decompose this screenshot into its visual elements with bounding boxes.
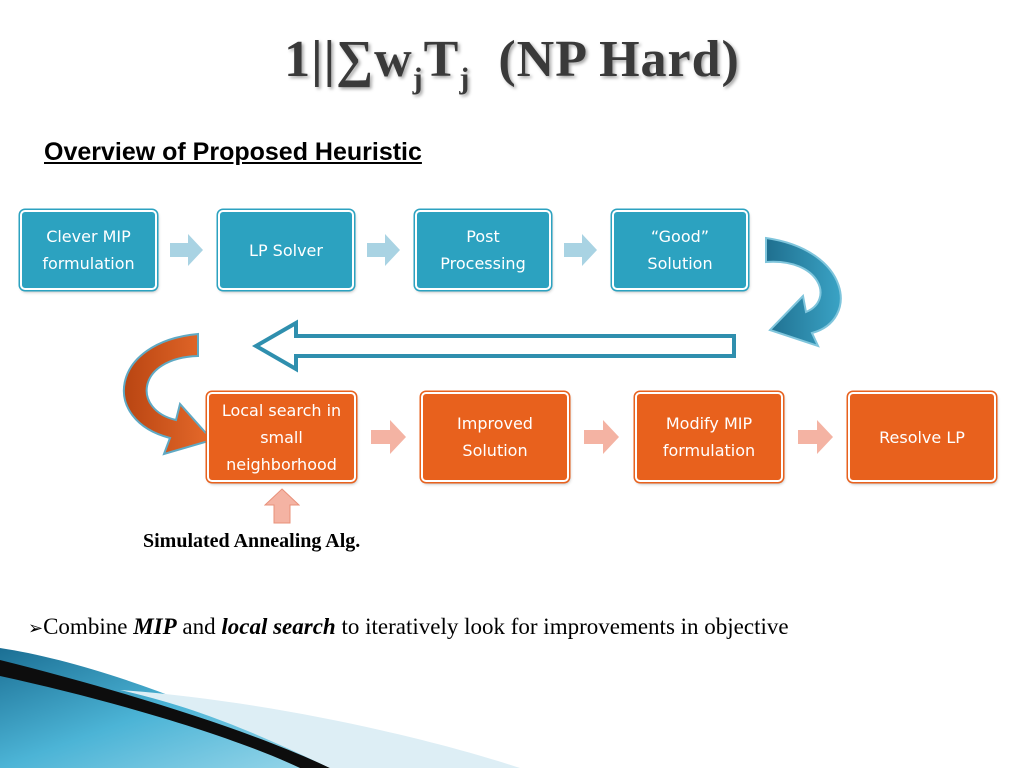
up-arrow xyxy=(264,488,300,524)
flow-arrow-5 xyxy=(584,420,619,454)
flow-arrow-4 xyxy=(371,420,406,454)
step-local-search: Local search in small neighborhood xyxy=(207,392,356,482)
step-good-solution: “Good” Solution xyxy=(612,210,748,290)
step-improved-solution: Improved Solution xyxy=(421,392,569,482)
step-lp-solver: LP Solver xyxy=(218,210,354,290)
flow-arrow-6 xyxy=(798,420,833,454)
slide-title: 1||∑wjTj (NP Hard) xyxy=(284,31,740,95)
flow-arrow-1 xyxy=(170,234,203,266)
step-clever-mip-formulation: Clever MIP formulation xyxy=(20,210,157,290)
bullet-point: ➢Combine MIP and local search to iterati… xyxy=(28,614,789,639)
bullet-arrow-icon: ➢ xyxy=(28,618,44,639)
return-arrow-left xyxy=(251,319,736,373)
curved-arrow-down-right xyxy=(765,236,842,348)
section-heading: Overview of Proposed Heuristic xyxy=(44,138,422,166)
step-modify-mip-formulation: Modify MIP formulation xyxy=(635,392,783,482)
simulated-annealing-caption: Simulated Annealing Alg. xyxy=(143,530,361,552)
flow-arrow-2 xyxy=(367,234,400,266)
flow-arrow-3 xyxy=(564,234,597,266)
curved-arrow-down-left xyxy=(122,332,214,456)
step-resolve-lp: Resolve LP xyxy=(848,392,996,482)
step-post-processing: Post Processing xyxy=(415,210,551,290)
decorative-swoosh xyxy=(0,648,520,768)
